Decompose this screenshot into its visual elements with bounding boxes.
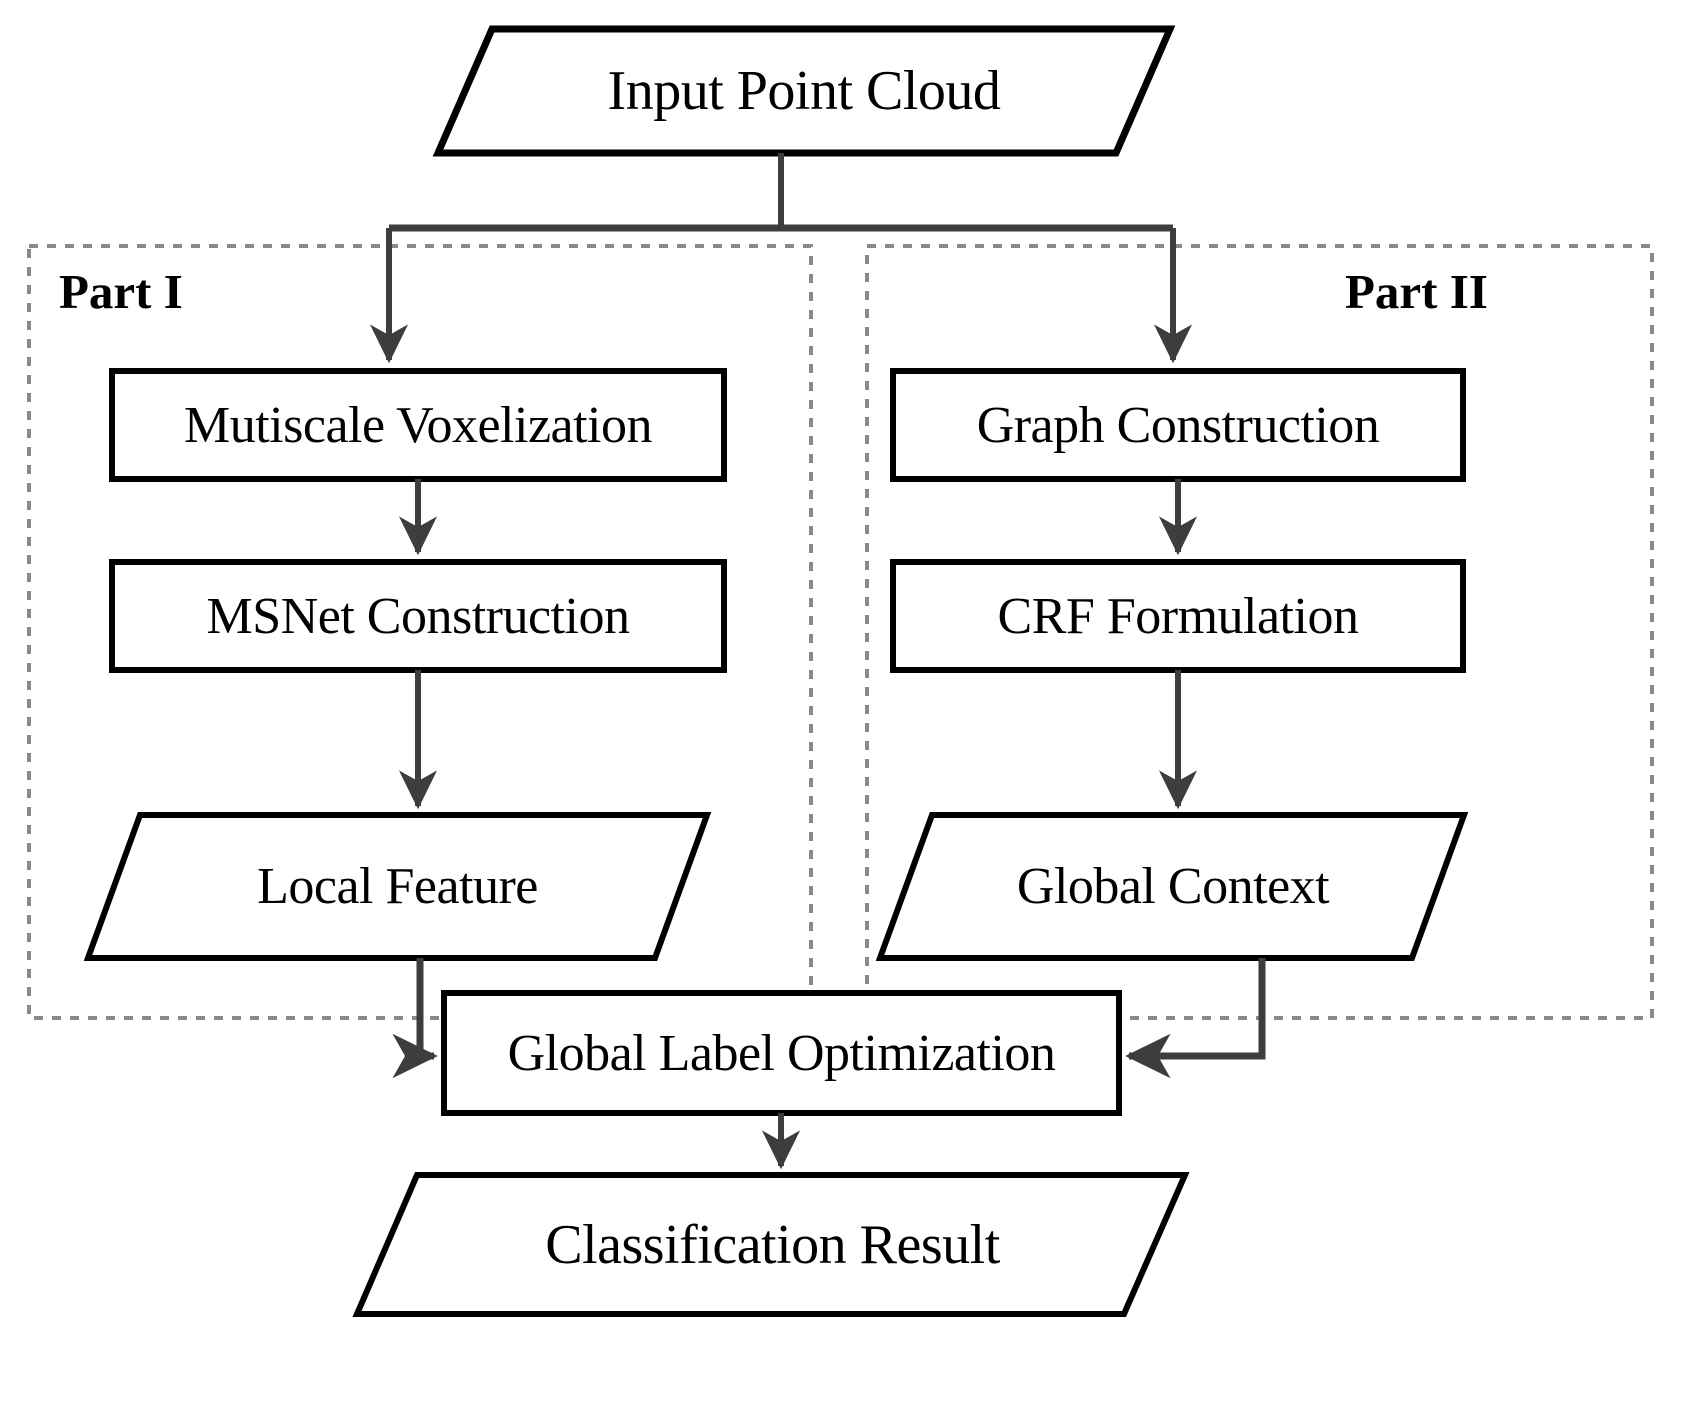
global-context-label: Global Context [1016,858,1330,915]
graph-construction-shape [890,368,1466,482]
part-two-label: Part II [1345,264,1488,319]
multiscale-voxelization-label: Mutiscale Voxelization [184,396,653,454]
global-context-shape [875,812,1469,961]
msnet-construction-label: MSNet Construction [206,587,630,645]
part-one-label: Part I [59,264,183,319]
global-label-optimization-shape [441,990,1122,1116]
crf-formulation-label: CRF Formulation [997,587,1359,645]
classification-result-shape [352,1172,1190,1317]
local-feature-shape [83,812,712,961]
graph-construction-label: Graph Construction [976,396,1380,454]
input-point-cloud-shape [432,25,1176,157]
edge-global-context-to-global-label-optimization [1125,958,1266,1079]
classification-result-label: Classification Result [545,1213,1000,1276]
crf-formulation-shape [890,559,1466,673]
edge-local-feature-to-global-label-optimization [392,958,438,1079]
local-feature-label: Local Feature [257,858,538,915]
multiscale-voxelization-shape [109,368,727,482]
global-label-optimization-label: Global Label Optimization [507,1024,1056,1082]
input-point-cloud-label: Input Point Cloud [607,60,1001,122]
